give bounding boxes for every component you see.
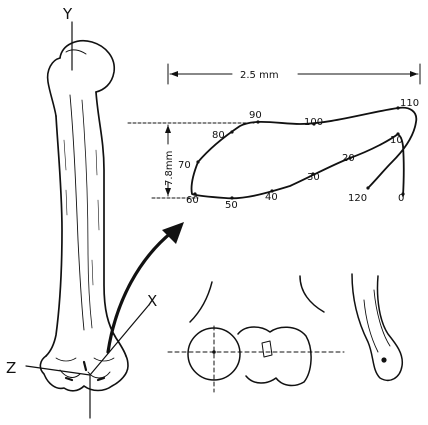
point-label-10: 10: [390, 135, 403, 146]
point-label-70: 70: [178, 160, 191, 171]
trochlea-outline: [238, 327, 311, 385]
front-view-left-edge: [190, 282, 212, 322]
point-label-100: 100: [304, 117, 323, 128]
point-label-40: 40: [265, 192, 278, 203]
coordinate-axes: Y X Z: [6, 5, 157, 418]
point-label-110: 110: [400, 98, 419, 109]
width-dimension-label: 2.5 mm: [240, 70, 279, 81]
point-label-120: 120: [348, 193, 367, 204]
trajectory-markers: [193, 106, 404, 199]
side-view-center-dot: [381, 357, 386, 362]
greater-tubercle: [48, 58, 60, 116]
arrow-head: [162, 222, 184, 244]
z-axis-label: Z: [6, 359, 16, 377]
shaft-outline-right: [96, 92, 126, 356]
height-dimension-label: 7.8mm: [164, 151, 175, 186]
front-view-right-edge: [300, 276, 324, 312]
point-label-0: 0: [398, 193, 404, 204]
x-axis-label: X: [147, 292, 157, 310]
distal-humerus-side-view: [352, 274, 402, 380]
distal-humerus-front-view: [168, 276, 344, 392]
x-axis-line: [90, 306, 148, 375]
shaft-ridge: [70, 95, 84, 330]
rotation-center-marker: [262, 341, 272, 357]
shaft-outline-left: [46, 116, 62, 356]
humeral-head: [60, 41, 114, 92]
point-label-80: 80: [212, 130, 225, 141]
y-axis-label: Y: [62, 5, 73, 23]
point-label-20: 20: [342, 153, 355, 164]
point-label-90: 90: [249, 110, 262, 121]
point-label-30: 30: [307, 172, 320, 183]
z-axis-line: [26, 366, 90, 375]
point-label-60: 60: [186, 195, 199, 206]
trajectory-plot: 2.5 mm 7.8mm 0 10 20: [128, 64, 420, 211]
point-label-50: 50: [225, 200, 238, 211]
side-view-outline: [352, 274, 402, 380]
humerus-bone: [40, 22, 128, 391]
pointer-arrow: [108, 222, 184, 352]
